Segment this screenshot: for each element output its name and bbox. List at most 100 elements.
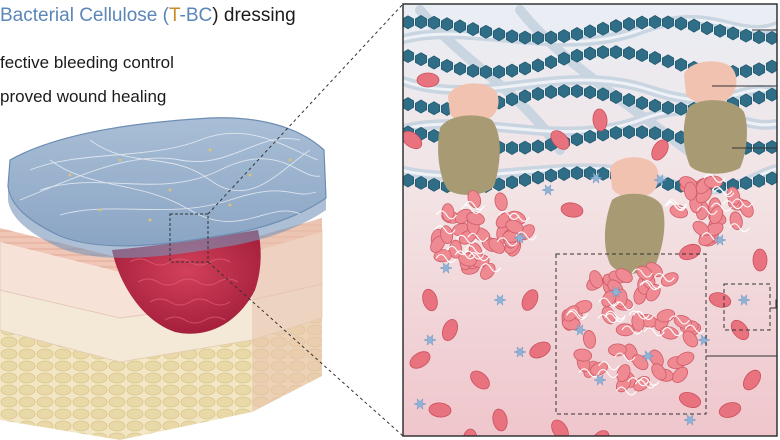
fibrin-strand bbox=[578, 368, 600, 378]
fibrin-strand bbox=[696, 205, 718, 216]
clot-rbc bbox=[589, 270, 603, 289]
clot-cluster bbox=[561, 262, 706, 396]
fibrin-strand bbox=[604, 313, 626, 323]
free-rbc bbox=[560, 202, 584, 218]
skin-block bbox=[0, 117, 327, 440]
fibrin-strand bbox=[666, 199, 688, 209]
clot-rbc bbox=[590, 361, 608, 376]
fibrin-strand bbox=[467, 232, 489, 242]
free-rbc bbox=[428, 402, 452, 418]
hexagon-bead bbox=[519, 172, 531, 187]
hexagon-bead bbox=[753, 90, 765, 105]
clot-rbc bbox=[682, 330, 698, 348]
thrombin-star bbox=[641, 350, 655, 362]
hexagon-bead bbox=[558, 167, 570, 181]
clot-rbc bbox=[729, 211, 743, 230]
bullet-wound-healing: proved wound healing bbox=[0, 87, 167, 106]
epidermis-layer bbox=[0, 218, 322, 272]
clot-rbc bbox=[467, 189, 482, 209]
thrombin-star bbox=[573, 324, 587, 336]
clot-rbc bbox=[726, 186, 741, 206]
fibrin-strand bbox=[460, 204, 482, 214]
hexagon-bead bbox=[414, 15, 428, 29]
hexagon-bead bbox=[505, 175, 518, 190]
hexagon-bead bbox=[532, 170, 544, 185]
fibrin-strand bbox=[598, 297, 620, 307]
fibrin-strand bbox=[567, 309, 589, 319]
thrombin-star bbox=[493, 294, 507, 306]
hexagon-bead bbox=[740, 93, 752, 108]
free-rbc bbox=[651, 139, 669, 161]
thrombin-star bbox=[513, 346, 527, 358]
fibrin-strand bbox=[634, 379, 656, 389]
clot-cluster bbox=[664, 173, 754, 247]
hexagon-bead bbox=[427, 128, 441, 143]
hexagon-bead bbox=[440, 58, 454, 73]
hexagon-bead bbox=[584, 24, 596, 39]
hexagon-bead bbox=[701, 21, 713, 36]
hexagon-bead bbox=[466, 22, 480, 37]
thrombin-star bbox=[653, 174, 667, 186]
free-rbc bbox=[592, 108, 608, 132]
thrombin-star bbox=[697, 334, 711, 346]
fibrin-strand bbox=[498, 210, 520, 220]
fibrin-strand bbox=[456, 234, 477, 244]
hexagon-bead bbox=[662, 128, 674, 142]
clot-rbc bbox=[563, 305, 580, 322]
free-rbc bbox=[752, 248, 768, 272]
thrombin-star bbox=[713, 234, 727, 246]
hexagon-bead bbox=[636, 96, 648, 110]
hexagon-bead bbox=[636, 15, 648, 30]
hexagon-bead bbox=[623, 93, 635, 107]
wound-texture bbox=[129, 258, 239, 324]
fibrin-strand bbox=[598, 361, 620, 371]
dressing-fibers bbox=[19, 132, 321, 222]
hexagon-bead bbox=[479, 24, 493, 39]
thrombin-star bbox=[593, 374, 607, 386]
fibrin-strand bbox=[605, 310, 626, 320]
dressing-particles bbox=[68, 148, 292, 222]
free-rbc bbox=[743, 369, 761, 391]
thrombin-star bbox=[683, 414, 697, 426]
hexagon-bead bbox=[649, 51, 661, 65]
clot-rbc bbox=[676, 351, 695, 366]
fibrin-strand bbox=[515, 231, 537, 241]
hexagon-bead bbox=[662, 15, 674, 30]
bullet-bleeding-control: fective bleeding control bbox=[0, 53, 174, 72]
hexagon-bead bbox=[532, 31, 544, 45]
clot-rbc bbox=[672, 366, 688, 383]
hexagon-bead bbox=[766, 171, 777, 186]
hexagon-bead bbox=[414, 99, 428, 114]
hexagon-bead bbox=[479, 64, 493, 79]
hexagon-bead bbox=[558, 51, 570, 66]
clot-rbc bbox=[684, 181, 697, 201]
hexagon-bead bbox=[414, 175, 428, 190]
fibrin-strand bbox=[615, 386, 637, 396]
free-rbc bbox=[529, 341, 551, 359]
free-rbc bbox=[409, 351, 431, 369]
fibrin-strand bbox=[566, 310, 588, 320]
fibrin-strand bbox=[722, 200, 744, 210]
hexagon-bead bbox=[597, 87, 609, 102]
fibrin-strand bbox=[434, 225, 456, 235]
hexagon-bead bbox=[427, 15, 441, 30]
hexagon-bead bbox=[453, 19, 467, 34]
hexagon-bead bbox=[492, 27, 506, 42]
clot-rbc bbox=[440, 225, 454, 245]
hexagon-bead bbox=[427, 55, 441, 70]
fibrin-strand bbox=[711, 186, 733, 196]
platelet-head-2 bbox=[684, 61, 737, 104]
fibrin-strand bbox=[628, 310, 650, 320]
zoom-line-bottom bbox=[207, 261, 404, 437]
hexagon-bead bbox=[662, 54, 674, 69]
title-dash: - bbox=[179, 5, 186, 26]
free-rbc bbox=[521, 289, 539, 311]
fibrin-strand bbox=[631, 268, 653, 278]
hexagon-bead bbox=[623, 125, 635, 140]
fibrin-strand bbox=[621, 325, 643, 335]
clot-rbc bbox=[631, 354, 649, 371]
hexagon-bead bbox=[571, 84, 583, 99]
free-rbc bbox=[492, 408, 508, 432]
hexagon-bead bbox=[571, 27, 583, 41]
fibrin-strand bbox=[508, 212, 530, 222]
